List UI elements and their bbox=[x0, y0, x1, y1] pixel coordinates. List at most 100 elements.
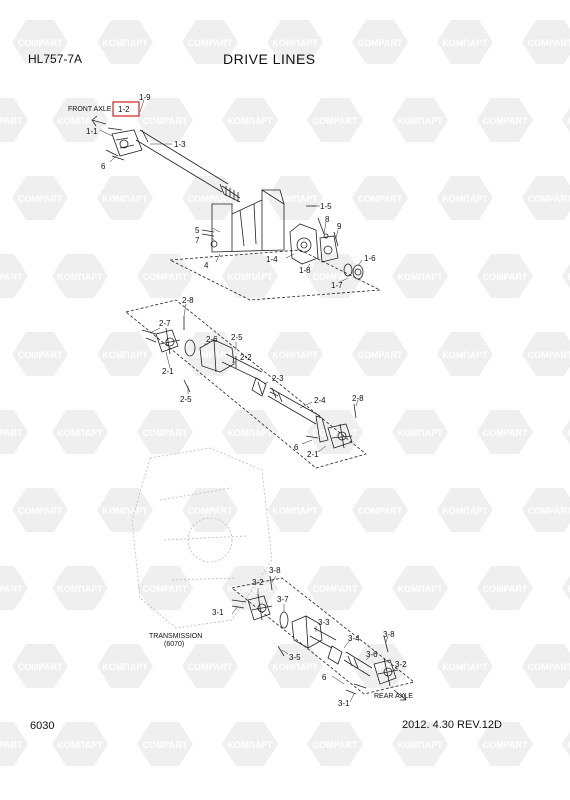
center-bearing bbox=[319, 235, 339, 263]
watermark-stamp: COMPART bbox=[352, 644, 408, 688]
svg-text:KOMПАРТ: KOMПАРТ bbox=[397, 428, 443, 438]
svg-text:COMPART: COMPART bbox=[18, 38, 63, 48]
svg-text:KOMПАРТ: KOMПАРТ bbox=[227, 740, 273, 750]
watermark-stamp: KOMПАРТ bbox=[437, 332, 493, 376]
watermark-stamp: KOMПАРТ bbox=[222, 410, 278, 454]
callout: 3-2 bbox=[252, 578, 264, 587]
callout: 3-4 bbox=[348, 634, 360, 643]
svg-text:COMPART: COMPART bbox=[483, 272, 528, 282]
svg-text:COMPART: COMPART bbox=[528, 194, 570, 204]
svg-text:COMPART: COMPART bbox=[18, 350, 63, 360]
watermark-stamp: KOMПАРТ bbox=[392, 254, 448, 298]
watermark-stamp: COMPART bbox=[477, 254, 533, 298]
callout: 3-8 bbox=[269, 566, 281, 575]
watermark-stamp: COMPART bbox=[522, 488, 570, 532]
watermark-stamp: COMPART bbox=[522, 644, 570, 688]
svg-text:COMPART: COMPART bbox=[358, 38, 403, 48]
transmission-note: TRANSMISSION bbox=[149, 633, 202, 640]
svg-text:KOMПАРТ: KOMПАРТ bbox=[442, 506, 488, 516]
callout: 9 bbox=[337, 222, 342, 231]
watermark-stamp: KOMПАРТ bbox=[52, 98, 108, 142]
svg-text:KOMПАРТ: KOMПАРТ bbox=[272, 38, 318, 48]
svg-text:COMPART: COMPART bbox=[188, 194, 233, 204]
watermark-stamp: KOMПАРТ bbox=[97, 20, 153, 64]
watermark-stamp: COMPART bbox=[0, 254, 28, 298]
bearing-plate bbox=[289, 223, 319, 265]
svg-text:COMPART: COMPART bbox=[18, 662, 63, 672]
callout: 1-4 bbox=[266, 255, 278, 264]
svg-text:COMPART: COMPART bbox=[18, 506, 63, 516]
svg-text:COMPART: COMPART bbox=[358, 350, 403, 360]
callout: 1-3 bbox=[174, 140, 186, 149]
callout: 2-3 bbox=[272, 374, 284, 383]
svg-text:KOMПАРТ: KOMПАРТ bbox=[442, 350, 488, 360]
callout: 4 bbox=[204, 261, 209, 270]
watermark-stamp: KOMПАРТ bbox=[437, 644, 493, 688]
callout: 6 bbox=[322, 673, 327, 682]
svg-text:KOMПАРТ: KOMПАРТ bbox=[57, 272, 103, 282]
watermark-stamp: COMPART bbox=[182, 488, 238, 532]
callout: 3-3 bbox=[318, 618, 330, 627]
watermark-stamp: KOMПАРТ bbox=[97, 332, 153, 376]
svg-text:COMPART: COMPART bbox=[313, 272, 358, 282]
watermark-stamp: COMPART bbox=[12, 176, 68, 220]
callout: 1-9 bbox=[139, 93, 151, 102]
svg-text:COMPART: COMPART bbox=[528, 662, 570, 672]
slip-yoke bbox=[199, 339, 235, 373]
svg-text:COMPART: COMPART bbox=[0, 740, 23, 750]
svg-text:KOMПАРТ: KOMПАРТ bbox=[567, 116, 570, 126]
front-axle-note: FRONT AXLE bbox=[68, 106, 112, 113]
rear-shaft-front-joint bbox=[247, 593, 273, 621]
svg-text:COMPART: COMPART bbox=[143, 116, 188, 126]
dust-seal bbox=[279, 611, 289, 629]
rear-spline-boot bbox=[327, 645, 343, 665]
svg-text:COMPART: COMPART bbox=[358, 506, 403, 516]
watermark-stamp: COMPART bbox=[137, 722, 193, 766]
callout: 6 bbox=[101, 162, 106, 171]
callout: 2-8 bbox=[182, 296, 194, 305]
watermark-stamp: KOMПАРТ bbox=[562, 575, 570, 601]
watermark-stamp: COMPART bbox=[352, 176, 408, 220]
watermark-stamp: COMPART bbox=[137, 566, 193, 610]
svg-text:KOMПАРТ: KOMПАРТ bbox=[102, 38, 148, 48]
watermark-stamp: COMPART bbox=[477, 566, 533, 610]
callout: 3-2 bbox=[395, 660, 407, 669]
callout: 3-1 bbox=[338, 699, 350, 708]
watermark-stamp: COMPART bbox=[477, 410, 533, 454]
universal-joint-front bbox=[155, 327, 181, 355]
callout: 7 bbox=[195, 236, 200, 245]
assembly-outline bbox=[168, 249, 382, 301]
svg-text:COMPART: COMPART bbox=[143, 740, 188, 750]
watermark-stamp: KOMПАРТ bbox=[222, 254, 278, 298]
watermark-stamp: COMPART bbox=[352, 488, 408, 532]
watermark-stamp: COMPART bbox=[477, 722, 533, 766]
svg-text:COMPART: COMPART bbox=[188, 38, 233, 48]
center-bearing-bracket bbox=[211, 189, 285, 253]
watermark-stamp: KOMПАРТ bbox=[267, 644, 323, 688]
highlight-box bbox=[112, 101, 140, 117]
svg-text:COMPART: COMPART bbox=[528, 350, 570, 360]
transmission-model-note: (6070) bbox=[164, 641, 184, 648]
watermark-stamp: COMPART bbox=[522, 176, 570, 220]
svg-text:COMPART: COMPART bbox=[188, 662, 233, 672]
spline-boot bbox=[251, 377, 267, 397]
watermark-stamp: KOMПАРТ bbox=[52, 566, 108, 610]
watermark-stamp: COMPART bbox=[522, 20, 570, 64]
callout: 2-5 bbox=[180, 395, 192, 404]
watermark-stamp: KOMПАРТ bbox=[97, 488, 153, 532]
watermark-stamp: KOMПАРТ bbox=[267, 176, 323, 220]
svg-text:COMPART: COMPART bbox=[188, 350, 233, 360]
watermark-stamp: COMPART bbox=[352, 20, 408, 64]
callout: 2-8 bbox=[352, 394, 364, 403]
svg-text:KOMПАРТ: KOMПАРТ bbox=[567, 272, 570, 282]
revision-date: 2012. 4.30 REV.12D bbox=[402, 719, 502, 731]
svg-text:COMPART: COMPART bbox=[313, 740, 358, 750]
svg-text:KOMПАРТ: KOMПАРТ bbox=[227, 584, 273, 594]
dust-seal bbox=[184, 339, 196, 357]
callout: 2-6 bbox=[206, 335, 218, 344]
watermark-stamp: KOMПАРТ bbox=[52, 722, 108, 766]
watermark-stamp: KOMПАРТ bbox=[52, 410, 108, 454]
watermark-stamp: COMPART bbox=[137, 98, 193, 142]
